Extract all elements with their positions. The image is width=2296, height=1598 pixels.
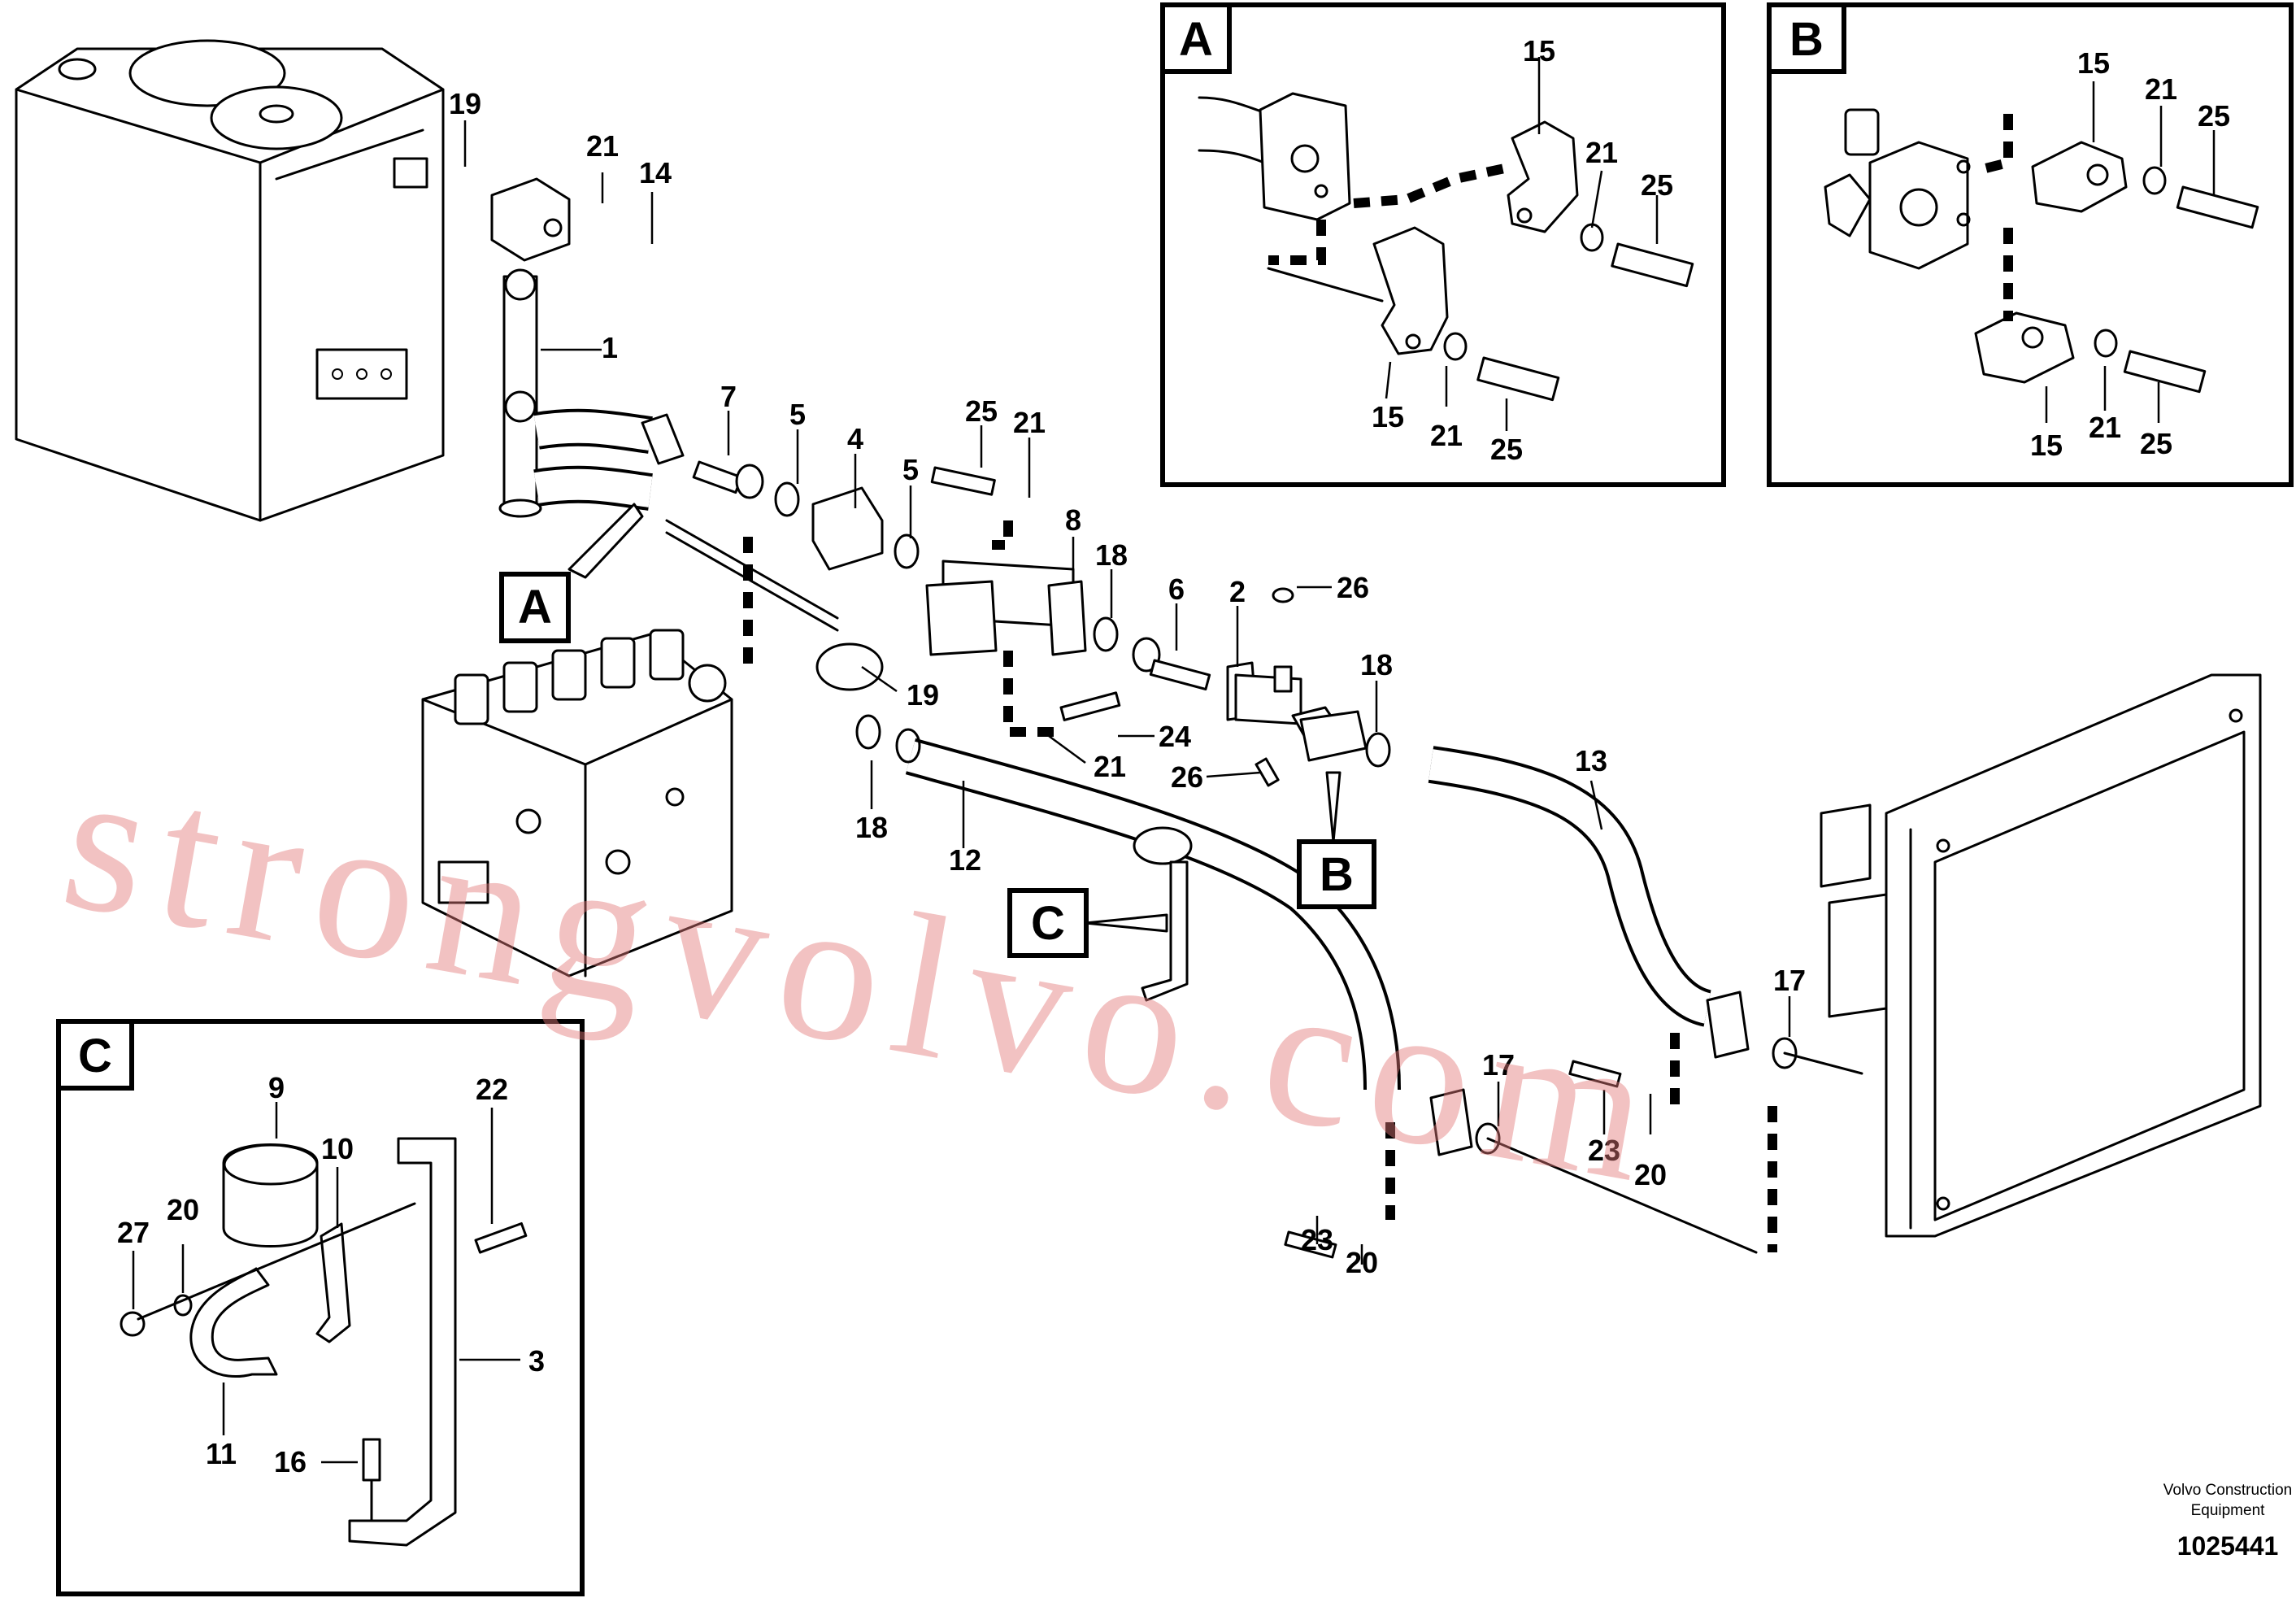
inset-a-letter: A [1179, 13, 1213, 66]
inset-c-label: 9 [268, 1071, 285, 1104]
inset-c-label: 3 [528, 1344, 545, 1378]
footer-company-line1: Volvo Construction [2163, 1482, 2292, 1499]
upper-line-parts [641, 413, 1087, 656]
hydraulic-tank [15, 39, 445, 522]
part-label: 13 [1575, 744, 1607, 777]
part-label: 18 [1095, 538, 1128, 572]
inset-b-letter: B [1789, 13, 1824, 66]
part-label: 7 [720, 380, 737, 413]
inset-a-label: 25 [1641, 168, 1673, 202]
part-label: 23 [1588, 1134, 1620, 1167]
inset-a-label: 15 [1523, 34, 1555, 67]
drawing-number: 1025441 [2177, 1531, 2279, 1561]
inset-b: B 15 21 25 15 21 25 [1767, 2, 2294, 487]
part-label: 17 [1773, 964, 1806, 997]
inset-a: A 15 21 25 15 21 25 [1160, 2, 1726, 487]
inset-c-label: 22 [476, 1073, 508, 1106]
oil-cooler [1820, 673, 2262, 1238]
callout-tag-b [1297, 839, 1376, 909]
inset-b-label: 15 [2077, 46, 2110, 80]
inset-b-label: 15 [2030, 429, 2063, 462]
inset-b-label: 21 [2089, 411, 2121, 444]
hose-clamp [1133, 826, 1193, 1002]
part-label: 4 [847, 422, 863, 455]
part-label: 19 [907, 678, 939, 712]
inset-c-label: 16 [274, 1445, 307, 1478]
part-label: 12 [949, 843, 981, 877]
inset-a-label: 15 [1372, 400, 1404, 433]
inset-b-label: 25 [2140, 427, 2172, 460]
inset-a-label: 25 [1490, 433, 1523, 466]
part-label: 6 [1168, 573, 1185, 606]
part-label: 8 [1065, 503, 1081, 537]
inset-b-label: 21 [2145, 72, 2177, 106]
callout-c: C [1031, 897, 1065, 950]
main-part-labels: 19 21 14 1 7 5 4 5 25 21 8 18 6 2 26 19 … [449, 87, 1806, 1279]
part-label: 18 [1360, 648, 1393, 681]
part-label: 5 [789, 398, 806, 431]
part-label: 5 [902, 453, 919, 486]
callout-tag-a [499, 572, 571, 643]
callout-b: B [1320, 848, 1354, 901]
part-label: 17 [1482, 1048, 1515, 1082]
part-label: 14 [639, 156, 672, 189]
pipe-1 [490, 177, 571, 518]
inset-a-label: 21 [1430, 419, 1463, 452]
part-label: 19 [449, 87, 481, 120]
part-label: 26 [1337, 571, 1369, 604]
part-label: 23 [1301, 1223, 1333, 1256]
inset-c-label: 10 [321, 1132, 354, 1165]
part-label: 1 [602, 331, 618, 364]
callout-a: A [518, 581, 552, 634]
part-label: 20 [1346, 1246, 1378, 1279]
inset-c-letter: C [78, 1030, 112, 1082]
footer-company-line2: Equipment [2191, 1502, 2266, 1519]
middle-line-parts [1093, 587, 1391, 787]
inset-b-label: 25 [2198, 99, 2230, 133]
inset-c: C 9 22 10 27 20 3 11 16 [56, 1019, 585, 1596]
part-label: 26 [1171, 760, 1203, 794]
callout-tag-c [1007, 888, 1089, 958]
part-label: 20 [1634, 1158, 1667, 1191]
part-label: 21 [1013, 406, 1046, 439]
part-label: 21 [586, 129, 619, 163]
part-label: 21 [1094, 750, 1126, 783]
part-label: 2 [1229, 575, 1246, 608]
inset-c-label: 20 [167, 1193, 199, 1226]
inset-a-label: 21 [1585, 136, 1618, 169]
inset-c-label: 11 [206, 1437, 237, 1470]
part-label: 18 [855, 811, 888, 844]
part-label: 24 [1159, 720, 1191, 753]
control-valve [421, 629, 733, 978]
inset-c-label: 27 [117, 1216, 150, 1249]
part-label: 25 [965, 394, 998, 428]
